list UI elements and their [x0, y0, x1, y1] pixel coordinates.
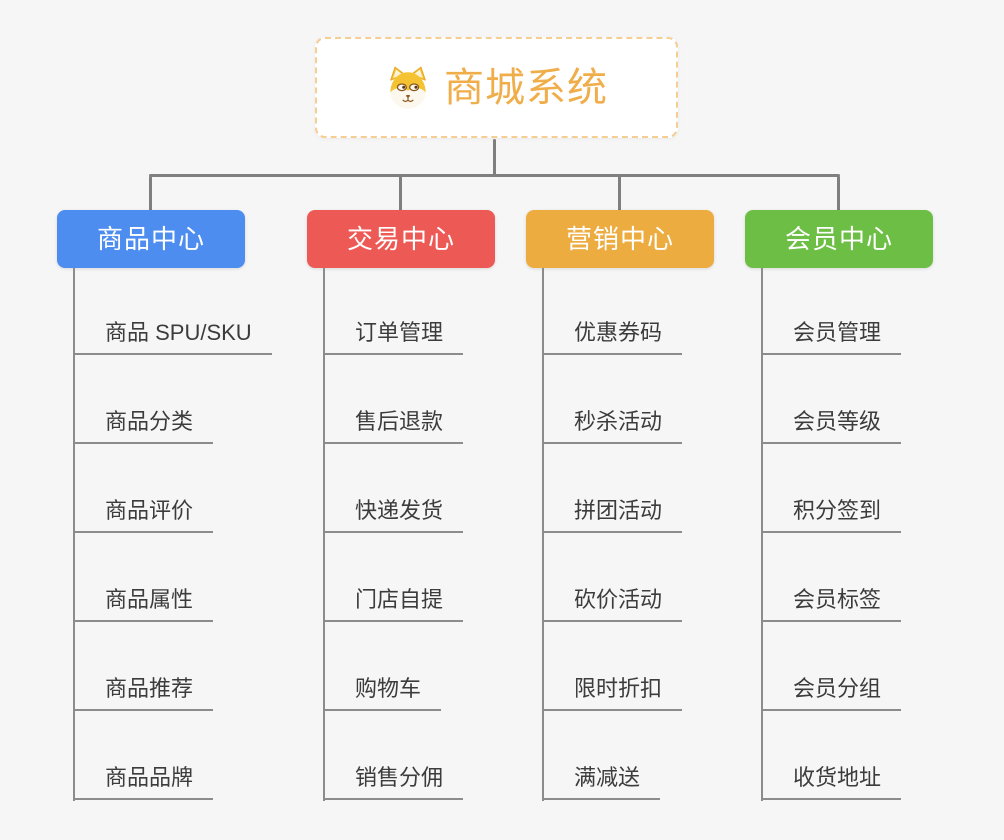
topic-node[interactable]: 商品品牌	[73, 764, 214, 800]
connector-drop-trade	[399, 176, 402, 212]
branch-trunk-line	[323, 268, 325, 801]
branch-node-marketing-center[interactable]: 营销中心	[526, 210, 714, 268]
root-node[interactable]: 商城系统	[315, 37, 678, 138]
topic-node[interactable]: 商品属性	[73, 586, 214, 622]
branch-children-product-center: 商品 SPU/SKU 商品分类 商品评价 商品属性 商品推荐 商品品牌	[73, 268, 303, 802]
topic-node[interactable]: 会员管理	[761, 319, 902, 355]
branch-label: 营销中心	[565, 224, 674, 254]
branch-label: 会员中心	[784, 224, 893, 254]
topic-node[interactable]: 砍价活动	[542, 586, 683, 622]
topic-node[interactable]: 售后退款	[323, 408, 464, 444]
root-title: 商城系统	[444, 65, 608, 110]
branch-children-trade-center: 订单管理 售后退款 快递发货 门店自提 购物车 销售分佣	[323, 268, 553, 802]
connector-horizontal	[149, 174, 840, 177]
topic-node[interactable]: 优惠券码	[542, 319, 683, 355]
topic-node[interactable]: 商品 SPU/SKU	[73, 319, 272, 355]
topic-node[interactable]: 会员分组	[761, 675, 902, 711]
topic-node[interactable]: 拼团活动	[542, 497, 683, 533]
topic-node[interactable]: 商品评价	[73, 497, 214, 533]
topic-node[interactable]: 门店自提	[323, 586, 464, 622]
branch-trunk-line	[761, 268, 763, 801]
topic-node[interactable]: 商品推荐	[73, 675, 214, 711]
topic-node[interactable]: 限时折扣	[542, 675, 683, 711]
topic-node[interactable]: 积分签到	[761, 497, 902, 533]
branch-node-product-center[interactable]: 商品中心	[57, 210, 245, 268]
connector-drop-product	[149, 176, 152, 212]
branch-trunk-line	[73, 268, 75, 801]
branch-node-member-center[interactable]: 会员中心	[745, 210, 933, 268]
topic-node[interactable]: 购物车	[323, 675, 442, 711]
branch-trunk-line	[542, 268, 544, 801]
branch-children-marketing-center: 优惠券码 秒杀活动 拼团活动 砍价活动 限时折扣 满减送	[542, 268, 772, 802]
dog-face-icon	[385, 65, 431, 111]
branch-node-trade-center[interactable]: 交易中心	[307, 210, 495, 268]
branch-label: 商品中心	[96, 224, 205, 254]
topic-node[interactable]: 会员标签	[761, 586, 902, 622]
branch-children-member-center: 会员管理 会员等级 积分签到 会员标签 会员分组 收货地址	[761, 268, 991, 802]
topic-node[interactable]: 收货地址	[761, 764, 902, 800]
connector-root-stem	[493, 139, 496, 176]
connector-drop-member	[837, 176, 840, 212]
connector-drop-marketing	[618, 176, 621, 212]
branch-label: 交易中心	[346, 224, 455, 254]
topic-node[interactable]: 快递发货	[323, 497, 464, 533]
topic-node[interactable]: 订单管理	[323, 319, 464, 355]
topic-node[interactable]: 会员等级	[761, 408, 902, 444]
topic-node[interactable]: 销售分佣	[323, 764, 464, 800]
topic-node[interactable]: 商品分类	[73, 408, 214, 444]
topic-node[interactable]: 秒杀活动	[542, 408, 683, 444]
topic-node[interactable]: 满减送	[542, 764, 661, 800]
